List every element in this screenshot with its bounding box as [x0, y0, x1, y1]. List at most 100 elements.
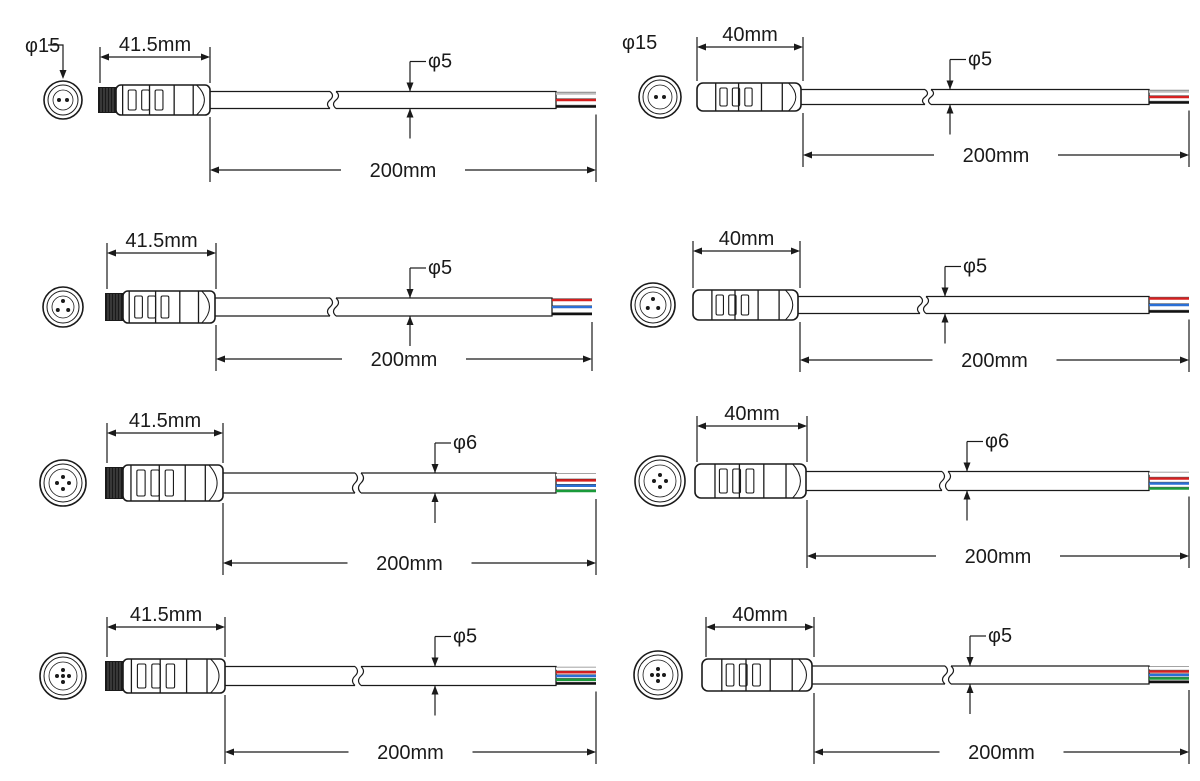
- arrow-head: [791, 247, 800, 255]
- cable-length-dimension: 200mm: [799, 319, 1190, 372]
- strain-relief-curve: [798, 658, 807, 692]
- grip-slot: [147, 295, 157, 319]
- face-insert: [643, 464, 677, 498]
- cable-break-mark: [357, 666, 365, 686]
- connector-body: [701, 658, 813, 692]
- exposed-wires: [556, 666, 596, 685]
- arrow-head: [706, 623, 715, 631]
- body-length-label: 41.5mm: [129, 410, 201, 432]
- face-inner-ring: [637, 654, 679, 696]
- arrow-head: [107, 623, 116, 631]
- face-outer-ring: [39, 459, 87, 507]
- cable-break-mark: [351, 472, 359, 494]
- exposed-wires: [1149, 296, 1189, 313]
- cable-diameter-label: φ5: [968, 49, 992, 71]
- cable-break-mark: [921, 89, 929, 105]
- cable: [801, 88, 1150, 106]
- cable-break-mark: [941, 665, 949, 685]
- face-inner-ring: [47, 84, 79, 116]
- face-pin: [658, 485, 662, 489]
- arrow-head: [963, 462, 971, 472]
- connector-face-view: [630, 282, 676, 328]
- connector-face-view: [39, 652, 87, 700]
- arrow-head: [941, 313, 949, 323]
- grip-slot: [715, 294, 724, 316]
- face-pin: [650, 673, 654, 677]
- grip-slot: [732, 468, 742, 494]
- cable: [225, 665, 557, 687]
- cable-length-label: 200mm: [968, 742, 1035, 764]
- cable-break-mark: [947, 665, 955, 685]
- arrow-head: [803, 151, 812, 159]
- face-pin: [65, 98, 69, 102]
- face-outer-ring: [634, 455, 686, 507]
- cable-jacket: [223, 472, 557, 494]
- cable-diameter-dimension: φ6: [963, 431, 1009, 521]
- face-pin: [67, 674, 71, 678]
- body-length-label: 41.5mm: [119, 34, 191, 56]
- face-pin: [67, 481, 71, 485]
- body-length-label: 40mm: [732, 604, 788, 626]
- face-pin: [658, 473, 662, 477]
- exposed-wires: [1149, 89, 1189, 104]
- cable: [210, 90, 557, 110]
- cable-diameter-label: φ5: [453, 626, 477, 648]
- grip-slot: [731, 87, 741, 107]
- grip-slot: [745, 468, 755, 494]
- arrow-head: [406, 316, 414, 325]
- grip-slot: [752, 663, 761, 687]
- exposed-wires: [552, 298, 592, 316]
- cable-diameter-dimension: φ6: [431, 432, 477, 523]
- face-pin: [57, 98, 61, 102]
- grip-slot: [164, 469, 174, 497]
- face-diameter-label: φ15: [622, 32, 657, 54]
- cable: [806, 470, 1150, 492]
- strain-relief-curve: [792, 463, 801, 499]
- arrow-head: [225, 748, 234, 756]
- connector-body: [692, 289, 799, 321]
- face-pin: [61, 475, 65, 479]
- body-shell: [122, 658, 226, 694]
- cable-jacket: [801, 88, 1150, 106]
- arrow-head: [431, 685, 439, 695]
- arrow-head: [587, 748, 596, 756]
- arrow-head: [693, 247, 702, 255]
- face-pin: [61, 487, 65, 491]
- grip-slot: [728, 294, 737, 316]
- face-pin: [662, 673, 666, 677]
- face-inner-ring: [43, 656, 83, 696]
- body-length-dimension: 40mm: [705, 604, 815, 657]
- face-pin: [55, 481, 59, 485]
- grip-slot: [136, 663, 147, 689]
- strain-relief-curve: [201, 290, 210, 324]
- cable-break-mark: [357, 472, 365, 494]
- body-length-dimension: 41.5mm: [99, 34, 211, 83]
- face-pin: [662, 95, 666, 99]
- arrow-head: [697, 43, 706, 51]
- arrow-head: [216, 623, 225, 631]
- face-outer-ring: [630, 282, 676, 328]
- connector-face-view: [638, 75, 682, 119]
- face-insert: [52, 89, 74, 111]
- cable-break-mark: [332, 91, 340, 109]
- body-length-dimension: 41.5mm: [106, 230, 217, 289]
- grip-slot: [719, 87, 728, 107]
- face-inner-ring: [43, 463, 83, 503]
- grip-slot: [154, 89, 164, 111]
- arrow-head: [1180, 356, 1189, 364]
- exposed-wires: [556, 473, 596, 493]
- cable-diameter-label: φ6: [453, 432, 477, 454]
- grip-slot: [150, 469, 160, 497]
- cable: [798, 295, 1150, 315]
- grip-slot: [134, 295, 143, 319]
- arrow-head: [807, 552, 816, 560]
- arrow-head: [798, 422, 807, 430]
- connector-body: [98, 84, 211, 116]
- cable-length-label: 200mm: [965, 546, 1032, 568]
- face-pin: [664, 479, 668, 483]
- face-pin: [656, 306, 661, 310]
- exposed-wires: [1149, 666, 1189, 684]
